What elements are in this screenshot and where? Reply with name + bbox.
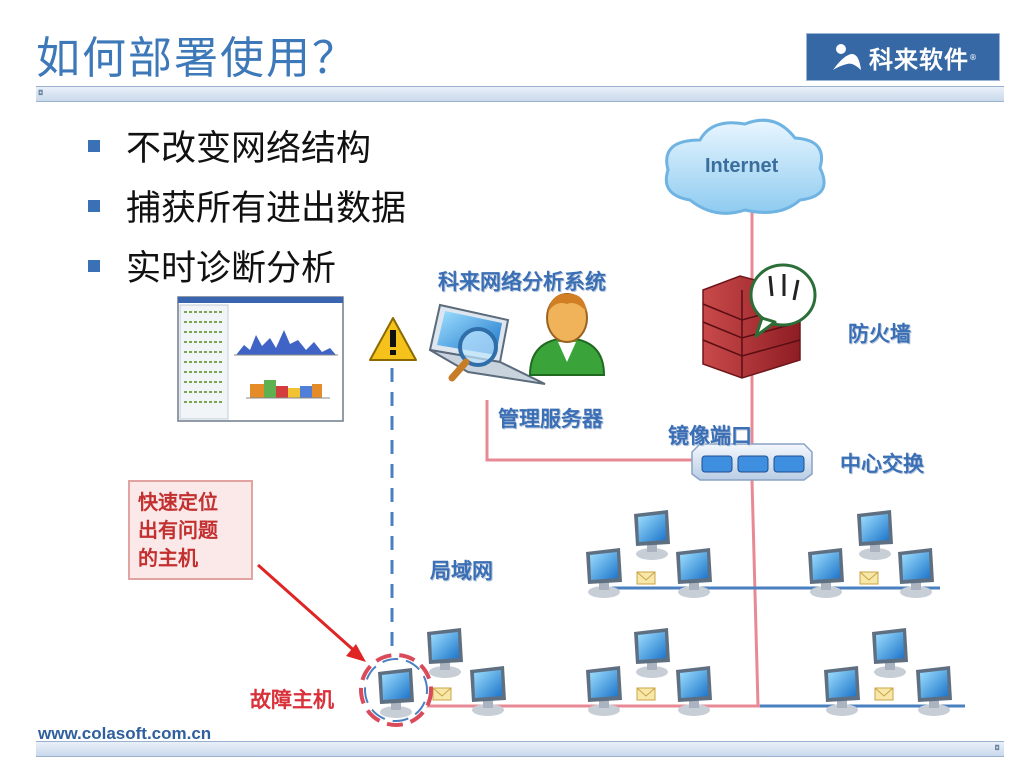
chart-thumbnail [177, 296, 344, 422]
envelope-icon [859, 571, 879, 585]
bullet-square-icon [88, 260, 100, 272]
user-icon [528, 293, 606, 376]
bullet-item: 捕获所有进出数据 [88, 180, 688, 229]
envelope-icon [636, 687, 656, 701]
switch-icon [691, 443, 813, 481]
logo-registered-mark: ® [969, 52, 977, 62]
monitor-icon [586, 548, 622, 598]
bullet-item: 不改变网络结构 [88, 120, 688, 169]
band-marker: ◘ [994, 744, 1000, 752]
callout-line: 出有问题 [138, 518, 218, 542]
website-link[interactable]: www.colasoft.com.cn [38, 724, 212, 743]
bullet-item: 实时诊断分析 [88, 240, 688, 289]
computer-cluster-mid-right [808, 510, 934, 598]
pointer-arrow [257, 563, 366, 662]
bullet-text: 实时诊断分析 [126, 249, 337, 289]
laptop-magnifier-icon [428, 303, 546, 385]
envelope-icon [874, 687, 894, 701]
monitor-icon [427, 628, 463, 678]
bullet-square-icon [88, 200, 100, 212]
colasoft-logo: 科来软件® [806, 33, 1000, 81]
cloud-icon [664, 118, 826, 215]
footer-band: ◘ [36, 741, 1004, 757]
envelope-icon [432, 687, 452, 701]
callout-line: 快速定位 [138, 490, 218, 514]
monitor-icon [857, 510, 893, 560]
callout-box: 快速定位 出有问题 的主机 [128, 480, 253, 580]
mirror-port-label: 镜像端口 [668, 424, 752, 448]
monitor-icon [676, 548, 712, 598]
monitor-icon [676, 666, 712, 716]
monitor-icon [898, 548, 934, 598]
computer-cluster-bottom-mid [586, 628, 712, 716]
monitor-icon [634, 628, 670, 678]
slide-title: 如何部署使用？ [36, 33, 358, 84]
logo-text: 科来软件 [869, 45, 969, 74]
faulty-host-icon [359, 653, 433, 727]
monitor-icon [808, 548, 844, 598]
firewall-label: 防火墙 [848, 322, 911, 346]
monitor-icon [378, 668, 414, 718]
callout-line: 的主机 [138, 546, 198, 570]
header-band: ◘ [36, 86, 1004, 102]
monitor-icon [470, 666, 506, 716]
internet-label: Internet [705, 155, 779, 177]
management-server-label: 管理服务器 [498, 407, 603, 431]
bullet-text: 不改变网络结构 [126, 129, 372, 169]
warning-icon [369, 317, 417, 361]
core-switch-label: 中心交换 [840, 452, 924, 476]
bullet-text: 捕获所有进出数据 [126, 189, 407, 229]
monitor-icon [872, 628, 908, 678]
monitor-icon [586, 666, 622, 716]
lan-label: 局域网 [430, 559, 493, 583]
envelope-icon [636, 571, 656, 585]
monitor-icon [916, 666, 952, 716]
analysis-system-label: 科来网络分析系统 [438, 270, 606, 294]
monitor-icon [634, 510, 670, 560]
colasoft-logo-icon [833, 44, 861, 70]
monitor-icon [824, 666, 860, 716]
firewall-icon [702, 263, 817, 379]
computer-cluster-mid-left [586, 510, 712, 598]
computer-cluster-bottom-right [824, 628, 952, 716]
computer-cluster-bottom-left [427, 628, 506, 716]
band-marker: ◘ [38, 89, 44, 97]
bullet-square-icon [88, 140, 100, 152]
faulty-host-label: 故障主机 [250, 688, 334, 712]
